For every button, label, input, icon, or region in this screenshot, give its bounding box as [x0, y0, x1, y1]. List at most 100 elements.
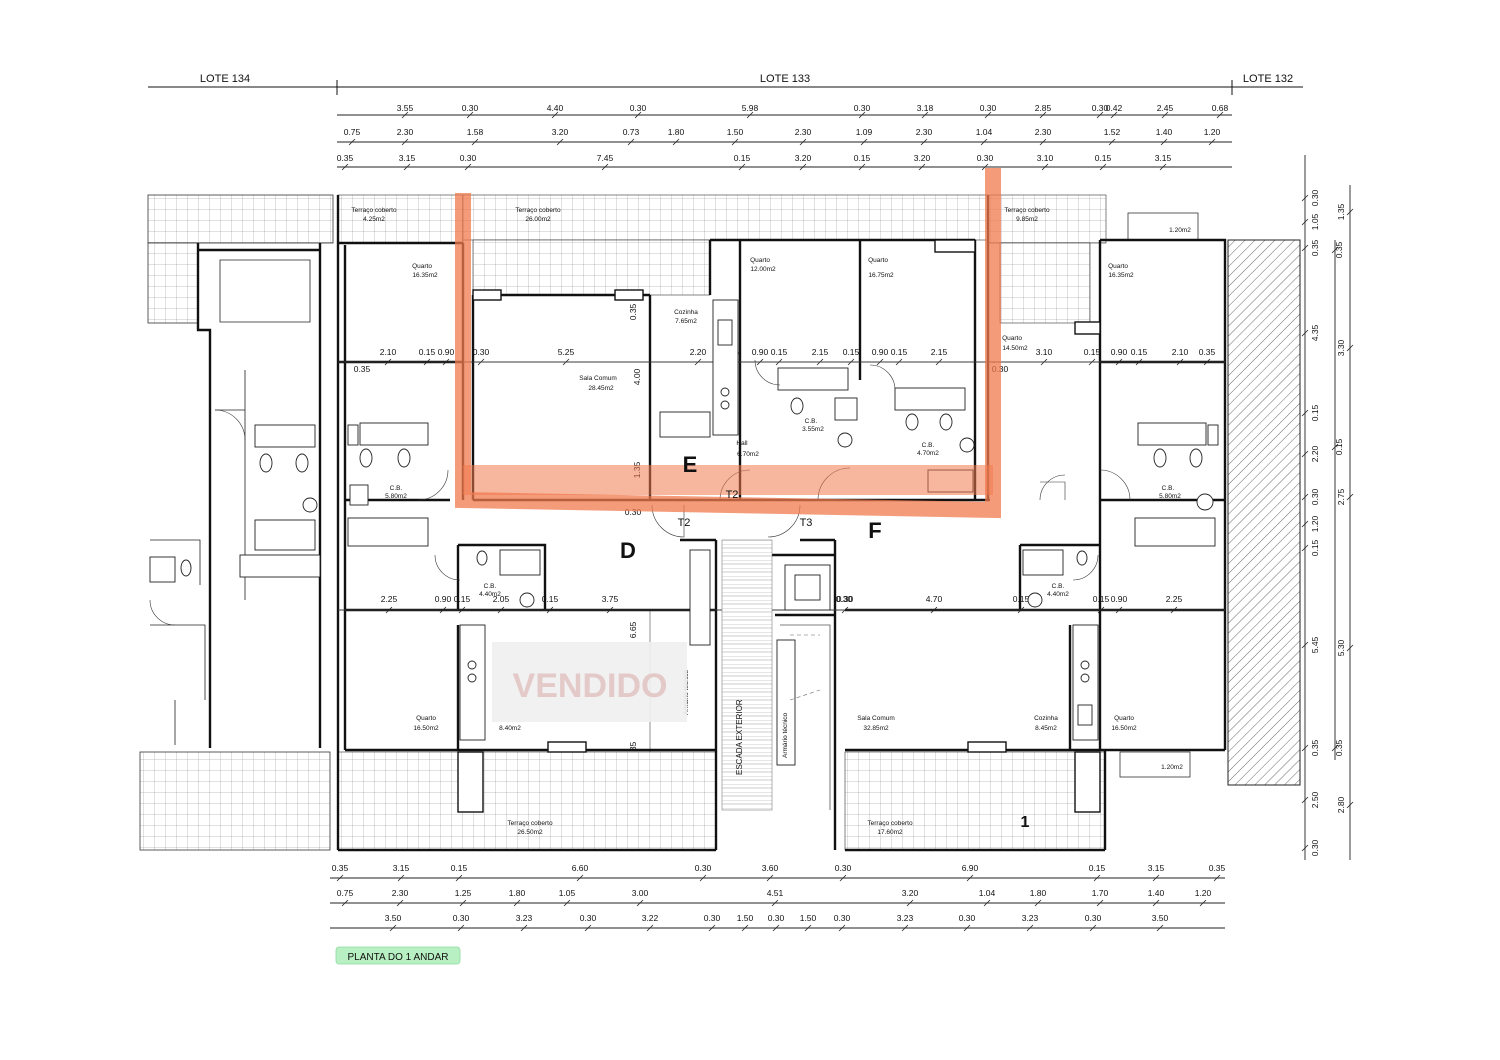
room-quarto-bl-area: 16.50m2 [413, 725, 439, 732]
dimension-line [403, 163, 411, 171]
dimension-line [920, 138, 928, 146]
dimension-value: 3.55 [397, 103, 414, 113]
dimension-value: 3.22 [642, 913, 659, 923]
room-cb-e2-area: 4.70m2 [917, 450, 939, 457]
dimension-line [1159, 163, 1167, 171]
dimension-value: 2.05 [493, 594, 510, 604]
unit-e-label: E [683, 452, 698, 477]
dimension-value: 0.35 [628, 303, 638, 320]
dimension-line [1199, 899, 1207, 907]
dimension-line [1331, 246, 1339, 254]
dimension-value: 1.50 [737, 913, 754, 923]
dimension-value: 4.40 [547, 103, 564, 113]
room-cb-left-area: 5.80m2 [385, 493, 407, 500]
dimension-value: 3.60 [762, 863, 779, 873]
dimension-value: 0.15 [854, 153, 871, 163]
neighbour-building-right [1119, 212, 1301, 786]
lot-133-label: LOTE 133 [760, 73, 810, 85]
dimension-value: 2.50 [1310, 791, 1320, 808]
dimension-value: 3.20 [552, 127, 569, 137]
dimension-value: 1.20 [1204, 127, 1221, 137]
room-cb-d-area: 4.40m2 [479, 591, 501, 598]
dimension-value: 1.80 [509, 888, 526, 898]
dimension-value: 0.30 [959, 913, 976, 923]
dimension-line [551, 111, 559, 119]
dimension-value: 3.20 [914, 153, 931, 163]
dimension-value: 0.35 [1310, 239, 1320, 256]
dimension-line [746, 111, 754, 119]
room-quarto-tl-name: Quarto [412, 263, 432, 270]
dimension-value: 3.23 [897, 913, 914, 923]
unit-e-highlight [455, 168, 1001, 519]
dimension-line [1346, 644, 1354, 652]
dimension-line [389, 924, 397, 932]
room-cb-f-area: 4.40m2 [1047, 591, 1069, 598]
dimension-value: 3.15 [1155, 153, 1172, 163]
dimension-line [672, 138, 680, 146]
dimension-value: 0.30 [1092, 103, 1109, 113]
dimension-value: 3.00 [632, 888, 649, 898]
dimension-value: 1.80 [668, 127, 685, 137]
room-terraco-tl-area: 4.25m2 [363, 216, 385, 223]
tech-cabinet-right-label: Armário técnico [782, 712, 789, 758]
room-terraco-bl-area: 26.50m2 [517, 829, 543, 836]
dimension-line [921, 111, 929, 119]
dimension-value: 1.05 [559, 888, 576, 898]
dimension-value: 2.25 [1166, 594, 1183, 604]
dimension-value: 0.35 [1199, 347, 1216, 357]
dimension-line [1089, 924, 1097, 932]
room-quarto-f-name: Quarto [1002, 335, 1022, 342]
dimension-value: 0.42 [1106, 103, 1123, 113]
room-terraco-br-area: 17.60m2 [877, 829, 903, 836]
dimension-value: 5.45 [1310, 636, 1320, 653]
dimension-value: 4.35 [1310, 324, 1320, 341]
room-cb-right-area: 5.80m2 [1159, 493, 1181, 500]
dimension-value: 0.90 [1111, 347, 1128, 357]
lot-line: LOTE 134 LOTE 133 LOTE 132 [148, 73, 1303, 95]
dimension-value: 0.30 [1310, 839, 1320, 856]
unit-f-label: F [868, 518, 881, 543]
dimension-value: 3.23 [1022, 913, 1039, 923]
dimension-value: 3.30 [1336, 339, 1346, 356]
room-quarto-e1-area: 12.00m2 [750, 266, 776, 273]
dimension-value: 1.80 [1030, 888, 1047, 898]
dimension-line [858, 163, 866, 171]
dimension-line [401, 111, 409, 119]
dimension-line [858, 111, 866, 119]
dimension-value: 0.35 [354, 364, 371, 374]
room-quarto-e1-name: Quarto [750, 257, 770, 264]
dimension-value: 3.10 [1037, 153, 1054, 163]
dimension-value: 4.00 [632, 368, 642, 385]
dimension-line [401, 138, 409, 146]
dimension-line [799, 163, 807, 171]
dimension-line [1213, 874, 1221, 882]
dimension-value: 2.20 [690, 347, 707, 357]
dimension-line [708, 924, 716, 932]
dimension-value: 3.20 [902, 888, 919, 898]
dimension-value: 1.05 [1310, 213, 1320, 230]
dimension-line [981, 163, 989, 171]
dimension-line [901, 924, 909, 932]
lot-134-label: LOTE 134 [200, 73, 250, 85]
dimension-value: 0.15 [1310, 404, 1320, 421]
dimension-line [731, 138, 739, 146]
dimension-value: 0.15 [891, 347, 908, 357]
dimension-line [699, 874, 707, 882]
dimension-line [455, 874, 463, 882]
dimension-value: 0.30 [630, 103, 647, 113]
room-quarto-br-area: 16.50m2 [1111, 725, 1137, 732]
dimension-value: 2.30 [795, 127, 812, 137]
dimension-value: 1.50 [800, 913, 817, 923]
dimension-value: 6.90 [962, 863, 979, 873]
dimension-line [1096, 899, 1104, 907]
dimension-line [1301, 409, 1309, 417]
dimension-value: 3.75 [602, 594, 619, 604]
room-cb-e2-name: C.B. [922, 442, 935, 449]
dimension-line [1301, 544, 1309, 552]
dimension-value: 0.15 [1334, 438, 1344, 455]
dimension-value: 0.90 [872, 347, 889, 357]
dimension-value: 3.15 [1148, 863, 1165, 873]
dimension-value: 3.23 [516, 913, 533, 923]
dimension-line [584, 924, 592, 932]
dimension-value: 0.90 [438, 347, 455, 357]
